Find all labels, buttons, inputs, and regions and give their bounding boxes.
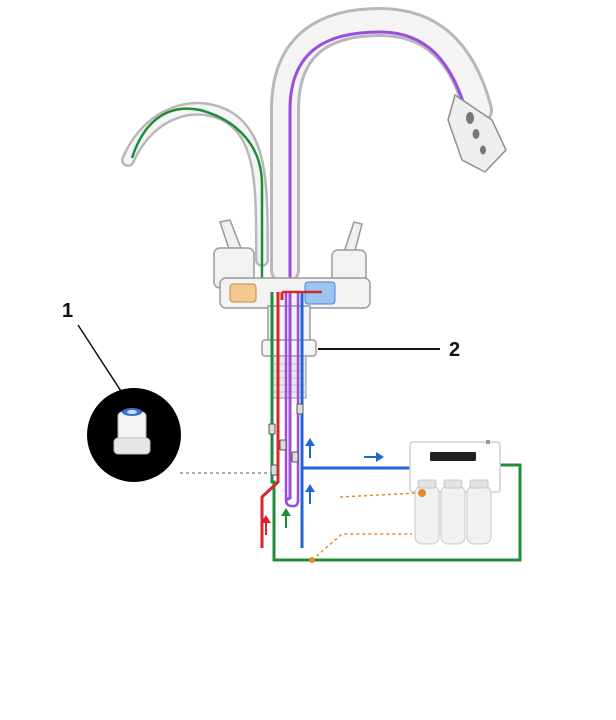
arrow-icon [364, 452, 384, 462]
callout-label-1: 1 [62, 300, 74, 322]
arrow-icon [305, 484, 315, 504]
spray-head [447, 93, 507, 173]
arrow-icon [261, 515, 271, 535]
mixed-water-line [288, 30, 470, 300]
callout-label-2: 2 [449, 339, 461, 361]
filtered-water-line [130, 107, 264, 300]
flow-arrows [261, 438, 384, 535]
hot-valve [229, 283, 257, 303]
arrow-icon [305, 438, 315, 458]
filtered-water-spout [121, 101, 269, 300]
filter-unit [409, 440, 501, 545]
water-filter-cartridge-icon [414, 485, 492, 545]
arrow-icon [281, 508, 291, 528]
filtered-line [270, 292, 522, 562]
fitting-closeup [77, 324, 272, 482]
main-spout [270, 6, 507, 300]
quick-connect-fitting-icon [113, 408, 151, 455]
hose-fittings [268, 403, 304, 476]
orange-leader-lines [311, 492, 419, 561]
